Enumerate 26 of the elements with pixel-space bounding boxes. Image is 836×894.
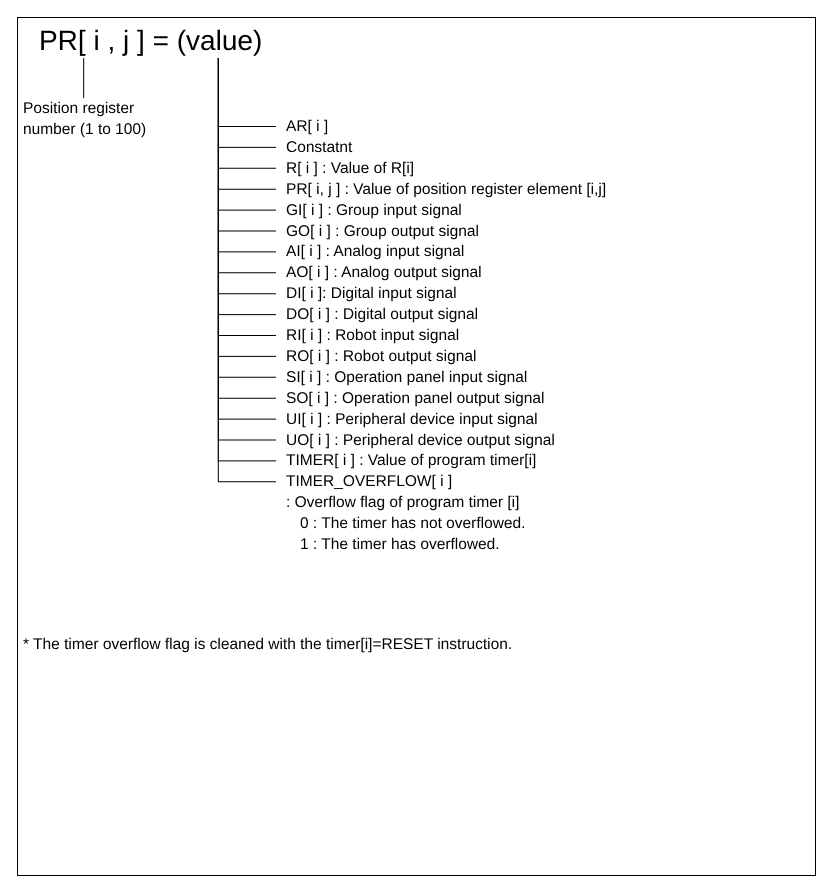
- leader-line: [83, 58, 84, 98]
- option-text: AO[ i ] : Analog output signal: [276, 262, 482, 284]
- description-text: : Overflow flag of program timer [i]: [286, 493, 520, 514]
- title-formula: PR[ i , j ] = (value): [39, 26, 262, 56]
- option-text: SI[ i ] : Operation panel input signal: [276, 366, 528, 388]
- option-text: RI[ i ] : Robot input signal: [276, 325, 460, 346]
- option-text: UO[ i ] : Peripheral device output signal: [276, 430, 555, 450]
- option-text: GI[ i ] : Group input signal: [276, 200, 462, 221]
- option-text: TIMER[ i ] : Value of program timer[i]: [276, 450, 536, 472]
- option-text: TIMER_OVERFLOW[ i ]: [286, 472, 454, 492]
- value-note: 0 : The timer has not overflowed.: [299, 514, 526, 534]
- option-text: SO[ i ] : Operation panel output signal: [276, 388, 544, 409]
- option-text: Constatnt: [276, 136, 352, 158]
- option-text: DO[ i ] : Digital output signal: [276, 304, 478, 326]
- option-text: UI[ i ] : Peripheral device input signal: [276, 408, 538, 430]
- option-text: GO[ i ] : Group output signal: [276, 220, 479, 242]
- option-text: R[ i ] : Value of R[i]: [276, 158, 414, 179]
- footnote-text: * The timer overflow flag is cleaned with the timer[i]=RESET instruction.: [23, 635, 512, 655]
- option-text: AR[ i ]: [276, 116, 328, 137]
- frame-border: [17, 17, 816, 876]
- value-note: 1 : The timer has overflowed.: [299, 535, 501, 556]
- option-text: PR[ i, j ] : Value of position register element [i,j]: [276, 178, 606, 200]
- option-text: AI[ i ] : Analog input signal: [276, 241, 464, 262]
- option-text: RO[ i ] : Robot output signal: [276, 346, 476, 367]
- option-text: DI[ i ]: Digital input signal: [276, 283, 457, 304]
- annotation-text: Position register number (1 to 100): [23, 98, 183, 140]
